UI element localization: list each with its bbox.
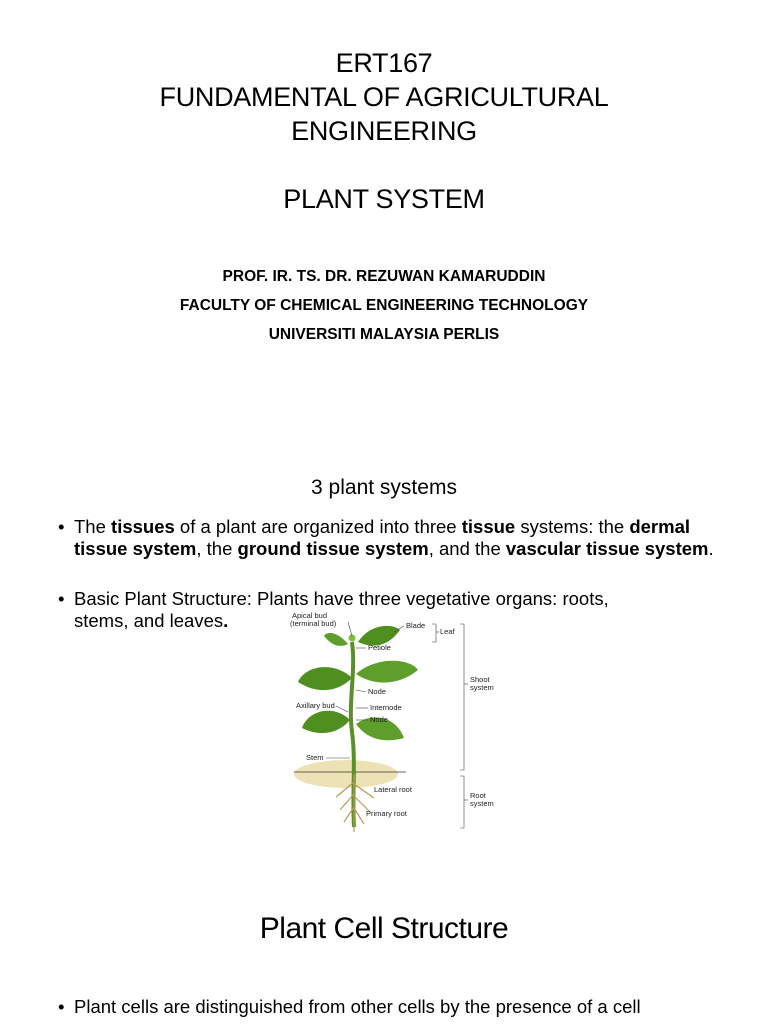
title-block: ERT167 FUNDAMENTAL OF AGRICULTURAL ENGIN… (0, 46, 768, 216)
plant-systems-slide: 3 plant systems The tissues of a plant a… (0, 462, 768, 862)
roots (335, 774, 375, 832)
course-code: ERT167 (335, 48, 433, 78)
label-shoot: Shoot (470, 675, 491, 684)
leaves (298, 625, 418, 741)
bullet-list-2: Basic Plant Structure: Plants have three… (58, 588, 738, 632)
label-leaf: Leaf (440, 627, 456, 636)
course-title-line1: FUNDAMENTAL OF AGRICULTURAL (159, 82, 609, 112)
label-apical-bud: Apical bud (292, 612, 327, 620)
leader-lines (326, 621, 468, 829)
label-lateral-root: Lateral root (374, 785, 413, 794)
slide-title: Plant Cell Structure (259, 912, 509, 945)
bullet-list: The tissues of a plant are organized int… (58, 516, 738, 560)
soil-shadow (294, 760, 398, 788)
bullet-cell: Plant cells are distinguished from other… (58, 996, 768, 1018)
plant-cell-slide: Plant Cell Structure Plant cells are dis… (0, 900, 768, 1024)
bullet-tissues: The tissues of a plant are organized int… (58, 516, 738, 560)
course-title-line2: ENGINEERING (291, 116, 477, 146)
label-terminal-bud: (terminal bud) (290, 619, 337, 628)
slide-title: 3 plant systems (311, 476, 457, 499)
label-petiole: Petiole (368, 643, 391, 652)
plant-structure-diagram: Apical bud (terminal bud) Blade Leaf Pet… (290, 612, 494, 832)
university-name: UNIVERSITI MALAYSIA PERLIS (268, 326, 500, 343)
faculty-name: FACULTY OF CHEMICAL ENGINEERING TECHNOLO… (179, 297, 589, 314)
label-root-system: system (470, 799, 494, 808)
bullet-structure: Basic Plant Structure: Plants have three… (58, 588, 738, 632)
label-shoot-system: system (470, 683, 494, 692)
label-stem: Stem (306, 753, 324, 762)
title-slide: ERT167 FUNDAMENTAL OF AGRICULTURAL ENGIN… (0, 0, 768, 440)
label-internode: Internode (370, 703, 402, 712)
label-axillary-bud: Axillary bud (296, 701, 335, 710)
author-block: PROF. IR. TS. DR. REZUWAN KAMARUDDIN FAC… (0, 262, 768, 349)
label-root: Root (470, 791, 487, 800)
label-blade: Blade (406, 621, 425, 630)
author-name: PROF. IR. TS. DR. REZUWAN KAMARUDDIN (222, 268, 546, 285)
label-node-lower: Node (370, 715, 388, 724)
topic-title: PLANT SYSTEM (283, 184, 485, 214)
label-primary-root: Primary root (366, 809, 408, 818)
label-node-upper: Node (368, 687, 386, 696)
